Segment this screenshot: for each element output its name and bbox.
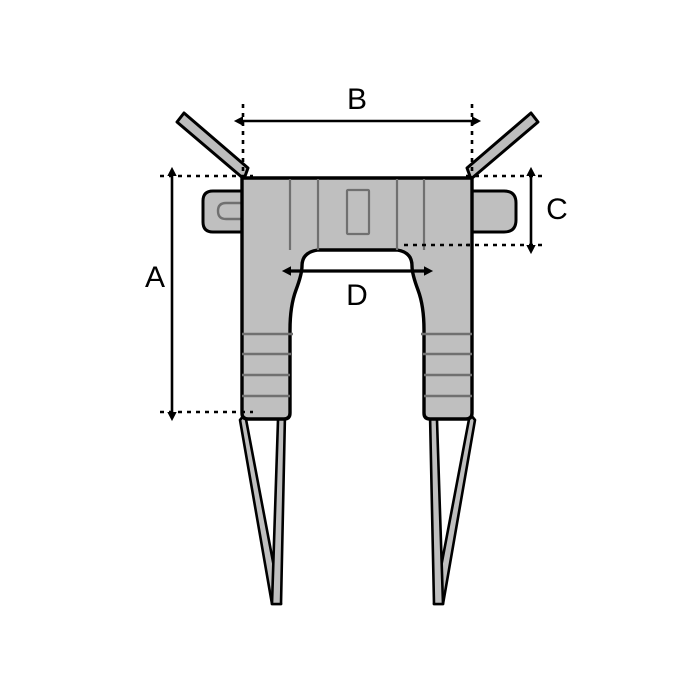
- dimension-a-label: A: [145, 261, 165, 294]
- right-prong-inner-wire: [428, 412, 445, 606]
- right-side-lug: [466, 189, 518, 234]
- left-upper-arm: [175, 111, 250, 181]
- right-upper-arm: [465, 111, 540, 181]
- left-prong: [238, 412, 287, 606]
- dimension-a: A: [145, 166, 253, 422]
- dimension-c: C: [466, 166, 568, 255]
- left-side-lug-slot: [216, 201, 243, 221]
- center-window: [345, 188, 371, 236]
- dimension-c-label: C: [546, 193, 568, 226]
- right-prong: [428, 412, 477, 606]
- right-upper-arm-shape: [465, 111, 540, 181]
- dimension-d-label: D: [346, 279, 368, 312]
- left-side-lug: [201, 189, 250, 234]
- left-prong-inner-wire: [270, 412, 287, 606]
- dimension-b: B: [233, 83, 482, 178]
- clip-part-geometry: [175, 111, 540, 606]
- left-upper-arm-shape: [175, 111, 250, 181]
- clip-body: [240, 176, 474, 421]
- dimension-d: D: [281, 266, 434, 312]
- dimension-b-label: B: [347, 83, 367, 116]
- right-side-lug-shape: [466, 189, 518, 234]
